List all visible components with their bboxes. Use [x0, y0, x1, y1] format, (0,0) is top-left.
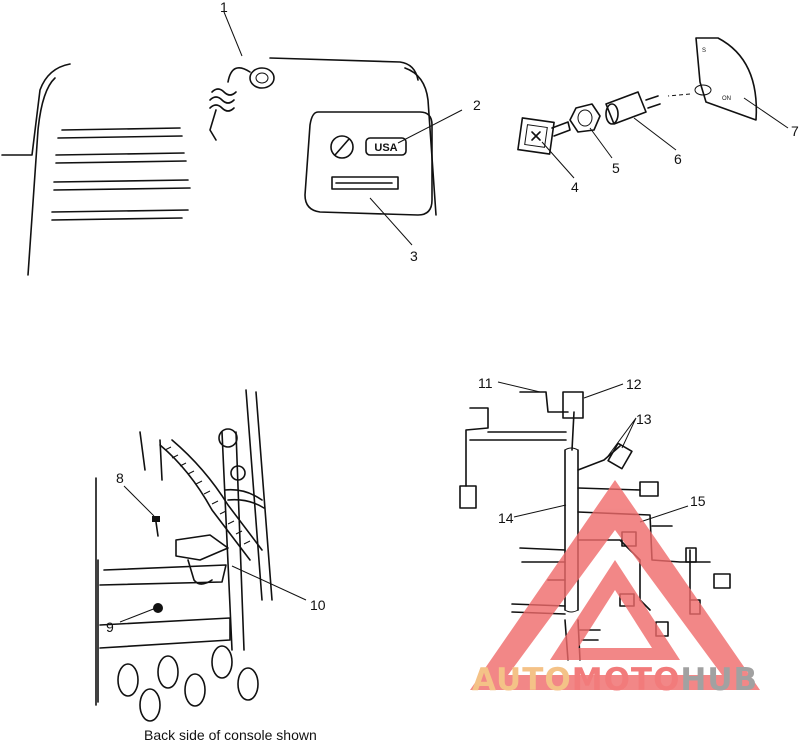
callout-1: 1 [220, 0, 228, 15]
dial-label-side: ON [722, 96, 731, 102]
callout-15: 15 [690, 493, 706, 509]
ignition-switch [605, 91, 661, 125]
callout-8: 8 [116, 470, 124, 486]
switch-dial-plate: S ON [667, 37, 758, 121]
console-back [95, 389, 273, 722]
watermark-part-auto: AUTO [472, 662, 572, 698]
callout-3: 3 [410, 248, 418, 264]
hex-nut [569, 103, 601, 133]
callout-13: 13 [636, 411, 652, 427]
callout-4: 4 [571, 179, 579, 195]
callout-6: 6 [674, 151, 682, 167]
watermark-part-moto: MOTO [572, 662, 681, 698]
watermark-logo: AUTOMOTOHUB [470, 480, 760, 698]
watermark-part-hub: HUB [680, 662, 758, 698]
plate-text: USA [374, 142, 397, 154]
watermark-triangle [470, 480, 760, 690]
hood-panel [1, 57, 437, 276]
callout-12: 12 [626, 376, 642, 392]
leader-lines-top [223, 11, 789, 246]
dial-label-top: S [702, 48, 706, 54]
console-holes [117, 645, 259, 722]
callout-9: 9 [106, 619, 114, 635]
screw [152, 516, 160, 537]
instrument-panel: USA [304, 111, 433, 216]
callout-7: 7 [791, 123, 799, 139]
callout-14: 14 [498, 510, 514, 526]
hood-vents [51, 127, 191, 221]
callout-numbers: 1 2 3 4 5 6 7 8 9 10 11 12 13 14 15 [106, 0, 799, 635]
key [517, 117, 571, 155]
harness-bundle-console [159, 439, 263, 585]
tether-cap [209, 66, 275, 141]
callout-10: 10 [310, 597, 326, 613]
nut-small [153, 603, 163, 613]
callout-5: 5 [612, 160, 620, 176]
watermark-text: AUTOMOTOHUB [472, 662, 758, 698]
diagram-caption: Back side of console shown [144, 727, 317, 743]
callout-11: 11 [478, 375, 493, 391]
leader-lines-console [119, 485, 307, 623]
leader-lines-harness [497, 381, 689, 523]
callout-2: 2 [473, 97, 481, 113]
